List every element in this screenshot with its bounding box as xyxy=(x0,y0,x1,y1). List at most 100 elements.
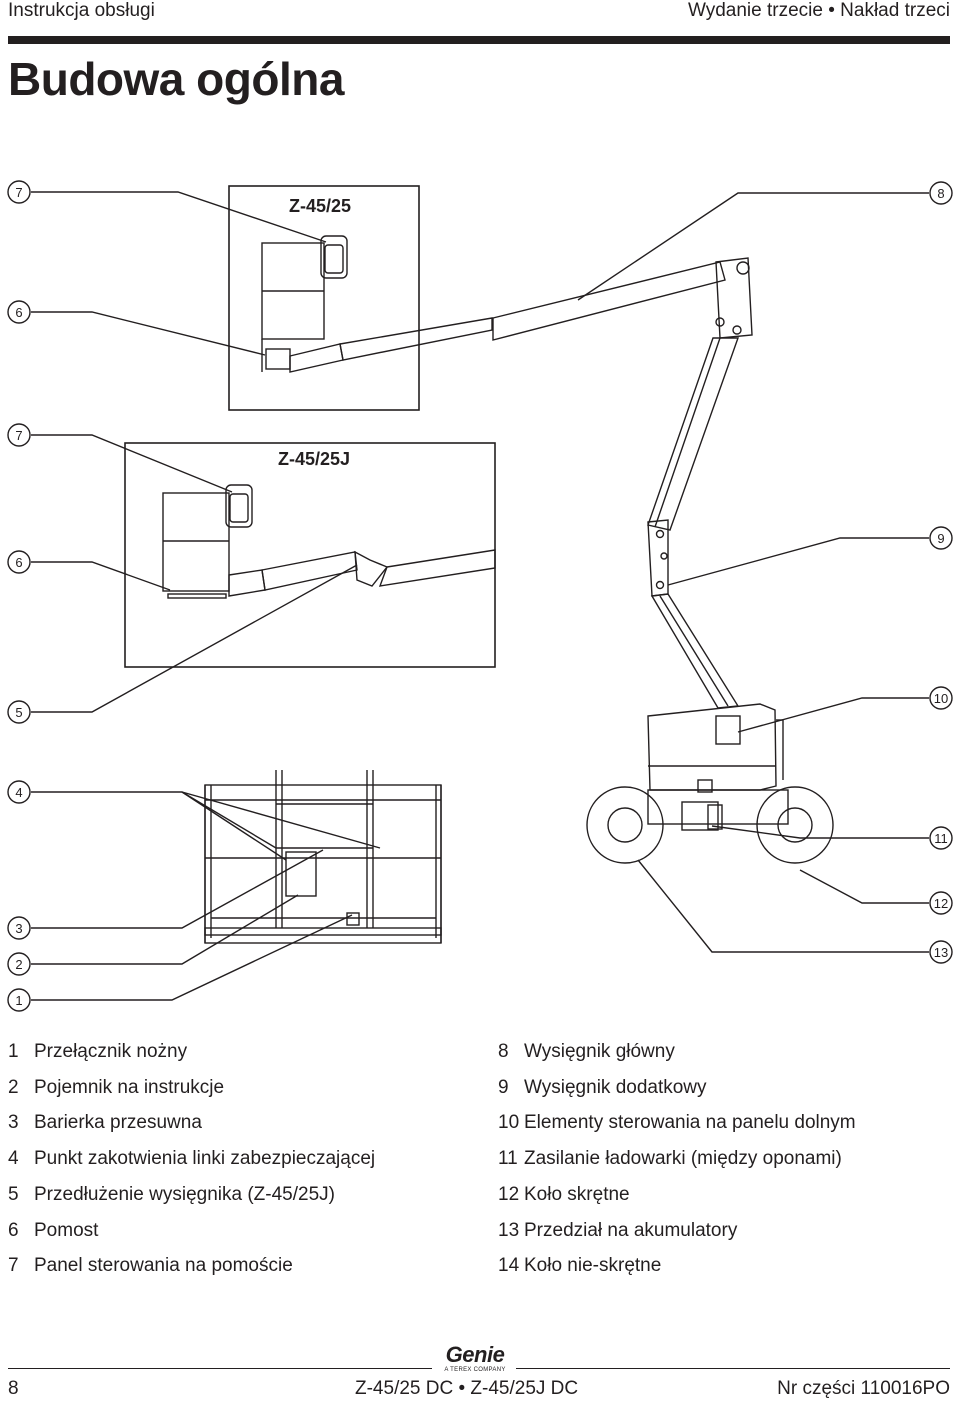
wheels xyxy=(586,786,834,864)
svg-text:6: 6 xyxy=(15,305,22,320)
legend-text: Zasilanie ładowarki (między oponami) xyxy=(524,1148,842,1170)
svg-text:7: 7 xyxy=(15,185,22,200)
svg-text:11: 11 xyxy=(934,831,948,846)
legend-number: 11 xyxy=(498,1148,518,1170)
legend-text: Elementy sterowania na panelu dolnym xyxy=(524,1112,856,1134)
svg-text:13: 13 xyxy=(934,945,948,960)
svg-text:5: 5 xyxy=(15,705,22,720)
legend-number: 3 xyxy=(8,1112,19,1134)
header-manual-title: Instrukcja obsługi xyxy=(8,0,155,21)
legend-number: 14 xyxy=(498,1255,520,1277)
svg-text:6: 6 xyxy=(15,555,22,570)
callout-3: 3 xyxy=(7,916,31,940)
svg-text:4: 4 xyxy=(15,785,22,800)
inset-a-platform xyxy=(261,235,493,373)
callout-7-top: 7 xyxy=(7,180,31,204)
legend-text: Koło nie-skrętne xyxy=(524,1255,662,1277)
callout-10: 10 xyxy=(929,686,953,710)
header-edition: Wydanie trzecie • Nakład trzeci xyxy=(688,0,950,22)
inset-label-z4525: Z-45/25 xyxy=(289,196,351,216)
logo-tagline: A TEREX COMPANY xyxy=(444,1367,506,1373)
legend-text: Przedział na akumulatory xyxy=(524,1219,738,1241)
svg-text:7: 7 xyxy=(15,428,22,443)
callout-12: 12 xyxy=(929,891,953,915)
legend-text: Pojemnik na instrukcje xyxy=(34,1076,225,1098)
inset-b-platform xyxy=(162,484,496,599)
platform-detail xyxy=(204,770,442,944)
callout-4: 4 xyxy=(7,780,31,804)
svg-text:12: 12 xyxy=(934,896,948,911)
callout-11: 11 xyxy=(929,826,953,850)
footer-rule-left xyxy=(8,1368,432,1369)
legend-text: Punkt zakotwienia linki zabezpieczającej xyxy=(34,1148,376,1170)
legend-number: 10 xyxy=(498,1112,520,1134)
svg-text:2: 2 xyxy=(15,957,22,972)
legend-number: 2 xyxy=(8,1076,19,1098)
legend-text: Wysięgnik dodatkowy xyxy=(524,1076,707,1098)
turntable xyxy=(647,703,789,831)
legend-text: Panel sterowania na pomoście xyxy=(34,1255,293,1277)
legend-number: 7 xyxy=(8,1255,19,1277)
header-edition-text: Wydanie trzecie xyxy=(687,0,823,21)
legend-number: 9 xyxy=(498,1076,509,1098)
legend-item: 5 Przedłużenie wysięgnika (Z-45/25J) xyxy=(8,1177,375,1213)
page-title: Budowa ogólna xyxy=(8,53,344,105)
legend-item: 7 Panel sterowania na pomoście xyxy=(8,1248,375,1284)
legend-item: 11 Zasilanie ładowarki (między oponami) xyxy=(498,1141,856,1177)
legend-left: 1 Przełącznik nożny 2 Pojemnik na instrukc… xyxy=(8,1034,375,1284)
legend-text: Przełącznik nożny xyxy=(34,1041,188,1062)
callout-2: 2 xyxy=(7,952,31,976)
inset-box-z4525 xyxy=(228,185,420,411)
legend-number: 5 xyxy=(8,1183,19,1205)
legend-item: 3 Barierka przesuwna xyxy=(8,1105,375,1141)
callout-5: 5 xyxy=(7,700,31,724)
legend-item: 9 Wysięgnik dodatkowy xyxy=(498,1070,856,1106)
header-rule xyxy=(8,36,950,44)
svg-text:8: 8 xyxy=(937,186,944,201)
svg-text:9: 9 xyxy=(937,531,944,546)
svg-text:3: 3 xyxy=(15,921,22,936)
legend-number: 4 xyxy=(8,1148,19,1170)
footer-rule-right xyxy=(516,1368,950,1369)
legend-number: 12 xyxy=(498,1183,520,1205)
legend-text: Przedłużenie wysięgnika (Z-45/25J) xyxy=(34,1183,335,1205)
legend-item: 4 Punkt zakotwienia linki zabezpieczające… xyxy=(8,1141,375,1177)
legend-text: Koło skrętne xyxy=(524,1183,630,1205)
svg-text:1: 1 xyxy=(15,993,22,1008)
legend-text: Pomost xyxy=(34,1219,99,1241)
callout-6-bottom: 6 xyxy=(7,550,31,574)
machine-diagram: Z-45/25 Z-45/25J xyxy=(7,180,953,1012)
footer-part-number: Nr części 110016PO xyxy=(777,1378,950,1399)
callout-1: 1 xyxy=(7,988,31,1012)
callout-8: 8 xyxy=(929,181,953,205)
callout-9: 9 xyxy=(929,526,953,550)
callout-7-bottom: 7 xyxy=(7,423,31,447)
genie-logo: Genie A TEREX COMPANY xyxy=(437,1344,513,1384)
footer-page-number: 8 xyxy=(8,1378,19,1399)
inset-box-z4525j xyxy=(124,442,496,668)
legend-text: Barierka przesuwna xyxy=(34,1112,202,1134)
legend-item: 1 Przełącznik nożny xyxy=(8,1034,375,1070)
leader-lines xyxy=(31,191,929,1001)
footer-models: Z-45/25 DC • Z-45/25J DC xyxy=(355,1378,579,1399)
main-boom xyxy=(492,257,753,709)
legend-number: 1 xyxy=(8,1041,19,1062)
header-printing-text: Nakład trzeci xyxy=(840,0,950,21)
legend-number: 8 xyxy=(498,1041,509,1062)
callout-6-top: 6 xyxy=(7,300,31,324)
legend-number: 6 xyxy=(8,1219,19,1241)
legend-item: 2 Pojemnik na instrukcje xyxy=(8,1070,375,1106)
logo-wordmark: Genie xyxy=(445,1342,505,1367)
legend-item: 6 Pomost xyxy=(8,1213,375,1249)
inset-label-z4525j: Z-45/25J xyxy=(278,449,350,469)
svg-text:10: 10 xyxy=(934,691,948,706)
header-bullet: • xyxy=(828,0,835,21)
callout-13: 13 xyxy=(929,940,953,964)
legend-number: 13 xyxy=(498,1219,520,1241)
